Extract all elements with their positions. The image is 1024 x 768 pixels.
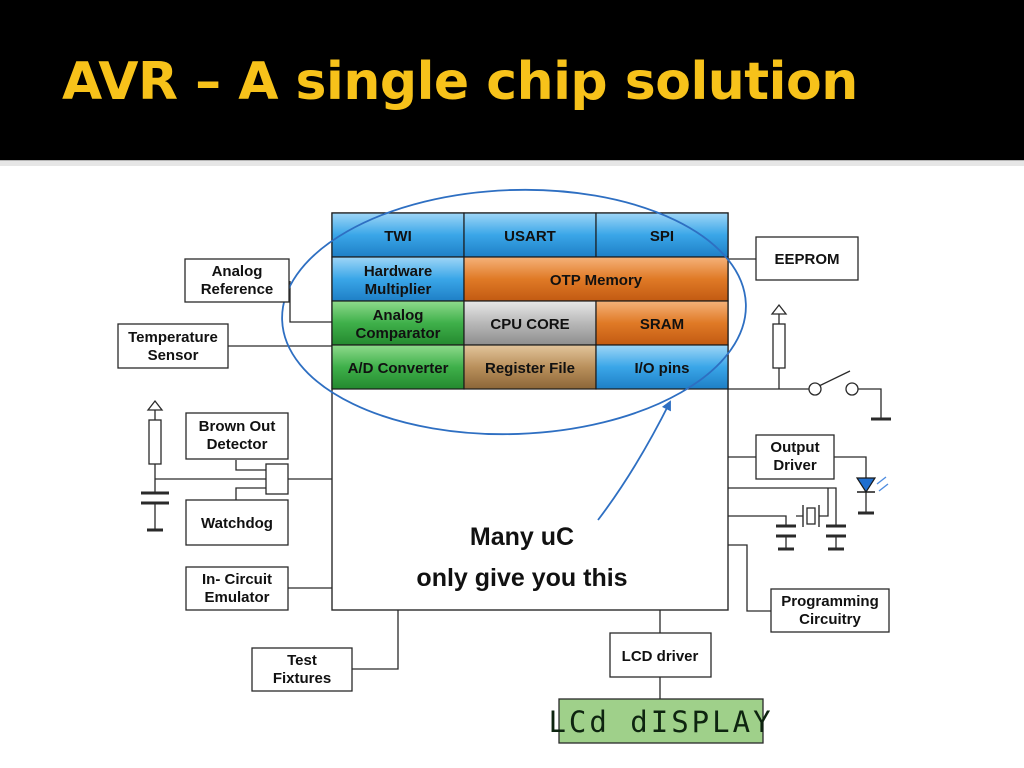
wire-xtal-1 bbox=[728, 487, 837, 526]
eeprom-box bbox=[755, 236, 859, 281]
crystal-plates-icon bbox=[802, 505, 820, 527]
output-driver-box bbox=[755, 434, 835, 480]
twi-label: TWI bbox=[384, 228, 412, 245]
otp-memory-label: OTP Memory bbox=[550, 272, 643, 289]
slide-title: AVR – A single chip solution bbox=[62, 52, 858, 112]
wire-brown-out bbox=[235, 460, 266, 471]
lcd-display-panel bbox=[558, 698, 764, 744]
lcd-driver-box bbox=[609, 632, 712, 678]
cpu-core-label: CPU CORE bbox=[490, 316, 569, 333]
register-file-block bbox=[463, 344, 597, 390]
in-circuit-emulator-label-1: In- Circuit bbox=[202, 571, 272, 588]
pullup-resistor-icon bbox=[772, 323, 786, 369]
hardware-multiplier-block bbox=[331, 256, 465, 302]
switch-lever bbox=[818, 370, 851, 387]
analog-comparator-label-1: Analog bbox=[373, 307, 424, 324]
watchdog-box bbox=[185, 499, 289, 546]
brown-out-detector-label-1: Brown Out bbox=[199, 418, 276, 435]
chip-blocks: TWI USART SPI Hardware Multiplier OTP Me… bbox=[331, 212, 729, 390]
temperature-sensor-box bbox=[117, 323, 229, 369]
crystal-cap-leads-icon bbox=[785, 536, 837, 549]
spi-block bbox=[595, 212, 729, 258]
temperature-sensor-label-1: Temperature bbox=[128, 329, 218, 346]
reset-resistor-icon bbox=[148, 419, 162, 465]
callout-arrow bbox=[597, 400, 671, 521]
switch-contact-left-icon bbox=[808, 382, 822, 396]
highlight-ellipse bbox=[281, 188, 747, 436]
test-fixtures-label-2: Fixtures bbox=[273, 670, 331, 687]
analog-reference-box bbox=[184, 258, 290, 303]
test-fixtures-label-1: Test bbox=[287, 652, 317, 669]
vcc-arrow-icon bbox=[146, 399, 164, 411]
register-file-label: Register File bbox=[485, 360, 575, 377]
programming-circuitry-label-2: Circuitry bbox=[799, 611, 861, 628]
output-driver-label-2: Driver bbox=[773, 457, 817, 474]
crystal-body-icon bbox=[806, 507, 816, 525]
callout-text-line-2: only give you this bbox=[416, 564, 627, 592]
hardware-multiplier-label-2: Multiplier bbox=[365, 281, 432, 298]
adc-block bbox=[331, 344, 465, 390]
crystal-capacitors-icon bbox=[776, 524, 846, 538]
right-peripherals: EEPROM Output Driver Programming Circuit… bbox=[548, 236, 891, 744]
temperature-sensor-label-2: Sensor bbox=[148, 347, 199, 364]
wire-watchdog bbox=[235, 487, 266, 500]
otp-memory-block bbox=[463, 256, 729, 302]
brown-out-detector-box bbox=[185, 412, 289, 460]
analog-comparator-block bbox=[331, 300, 465, 346]
left-peripherals: Analog Reference Temperature Sensor Brow… bbox=[117, 258, 353, 692]
wire-test-fixtures bbox=[352, 610, 399, 670]
io-pins-label: I/O pins bbox=[634, 360, 689, 377]
brown-out-detector-label-2: Detector bbox=[207, 436, 268, 453]
wire-analog-reference bbox=[289, 281, 332, 323]
wire-programming bbox=[728, 544, 771, 612]
spi-label: SPI bbox=[650, 228, 674, 245]
reset-logic-gate bbox=[265, 463, 289, 495]
output-driver-label-1: Output bbox=[770, 439, 819, 456]
led-icon bbox=[855, 477, 877, 494]
analog-reference-label-1: Analog bbox=[212, 263, 263, 280]
wire-xtal-2 bbox=[728, 515, 787, 526]
pullup-vcc-arrow-icon bbox=[770, 303, 788, 315]
wiring bbox=[154, 258, 882, 699]
analog-reference-label-2: Reference bbox=[201, 281, 274, 298]
programming-circuitry-box bbox=[770, 588, 890, 633]
adc-label: A/D Converter bbox=[348, 360, 449, 377]
title-divider bbox=[0, 160, 1024, 166]
callout-text-line-1: Many uC bbox=[470, 523, 574, 551]
in-circuit-emulator-box bbox=[185, 566, 289, 611]
test-fixtures-box bbox=[251, 647, 353, 692]
eeprom-label: EEPROM bbox=[774, 251, 839, 268]
analog-comparator-label-2: Comparator bbox=[355, 325, 440, 342]
switch-contact-right-icon bbox=[845, 382, 859, 396]
io-pins-block bbox=[595, 344, 729, 390]
hardware-multiplier-label-1: Hardware bbox=[364, 263, 432, 280]
watchdog-label: Watchdog bbox=[201, 515, 273, 532]
in-circuit-emulator-label-2: Emulator bbox=[204, 589, 269, 606]
twi-block bbox=[331, 212, 465, 258]
wire-switch-ground bbox=[858, 388, 882, 418]
lcd-display-text: LCd dISPLAY bbox=[548, 705, 773, 739]
wire-led bbox=[834, 456, 867, 513]
usart-label: USART bbox=[504, 228, 556, 245]
sram-label: SRAM bbox=[640, 316, 684, 333]
programming-circuitry-label-1: Programming bbox=[781, 593, 879, 610]
title-bar: AVR – A single chip solution bbox=[0, 0, 1024, 160]
led-light-rays-icon bbox=[876, 476, 889, 492]
wire-crystal bbox=[796, 488, 829, 517]
reset-capacitor-icon bbox=[141, 491, 169, 505]
lcd-driver-label: LCD driver bbox=[622, 648, 699, 665]
